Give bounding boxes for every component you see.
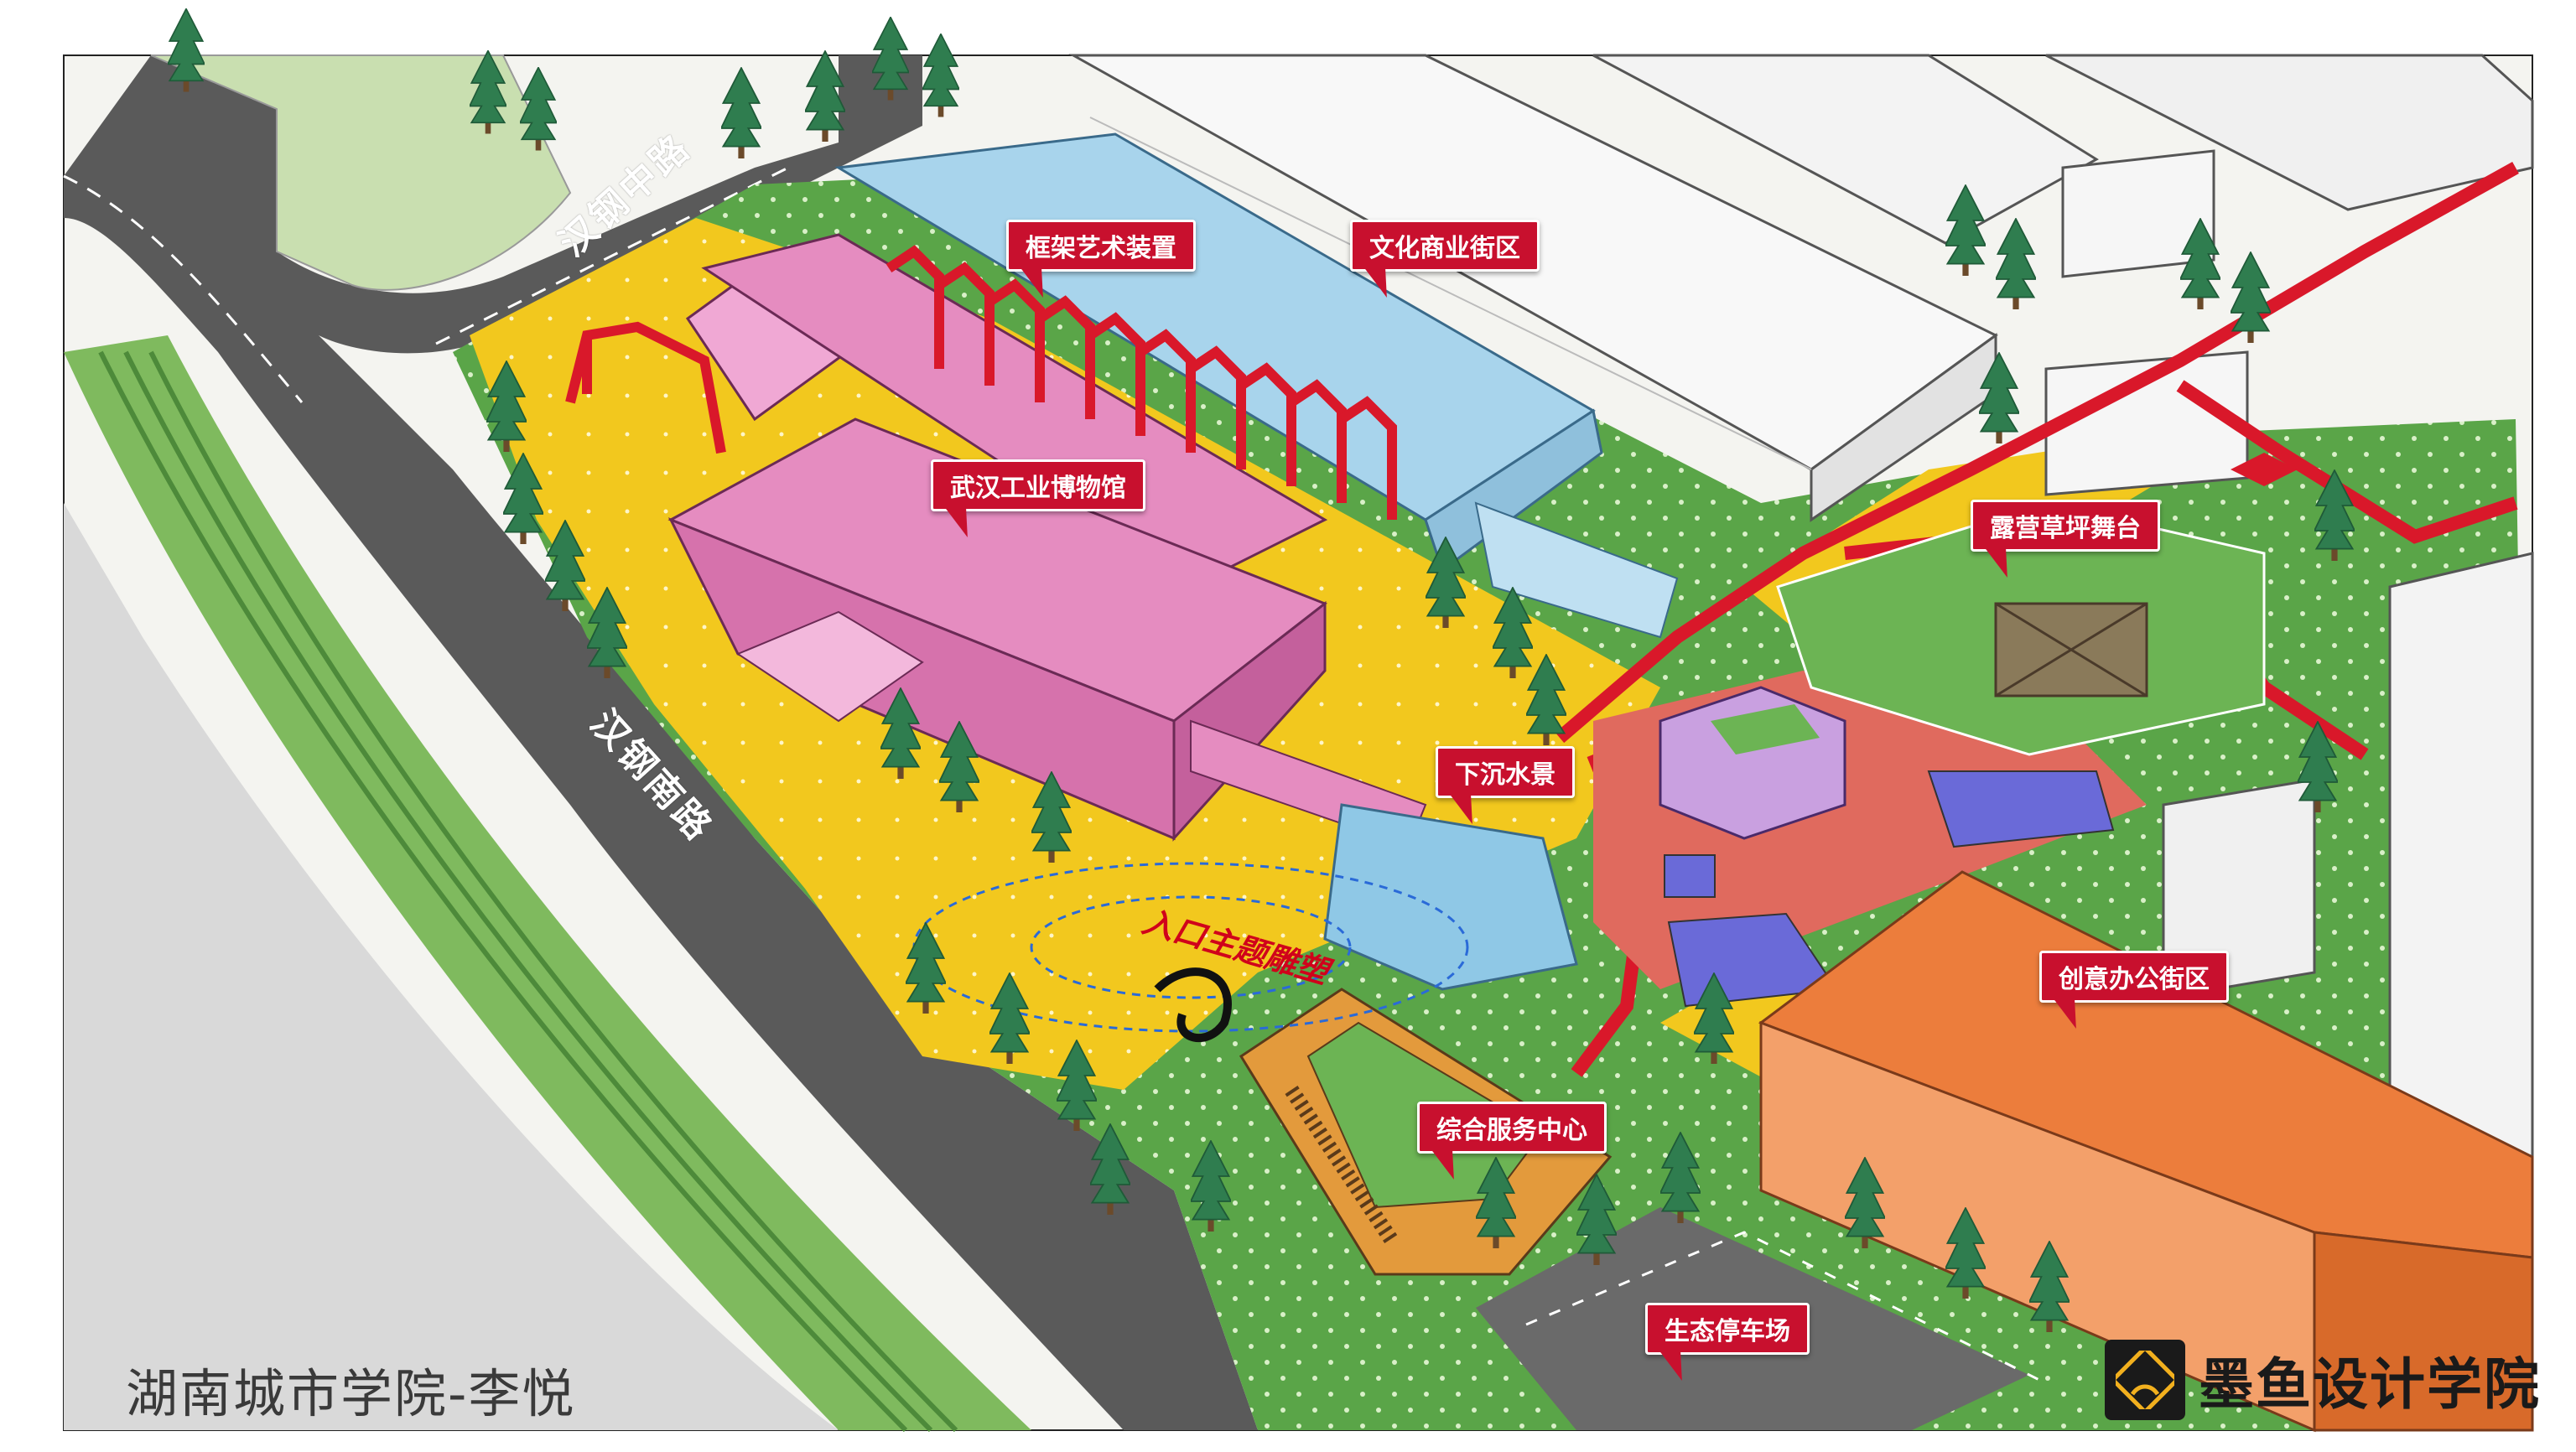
museum-building xyxy=(667,233,1427,848)
callout-camping-stage-label: 露营草坪舞台 xyxy=(1990,514,2141,543)
callout-frame-art[interactable]: 框架艺术装置 xyxy=(1006,220,1196,298)
cuttlefish-logo-icon xyxy=(2105,1340,2185,1420)
callout-culture-street-label: 文化商业街区 xyxy=(1369,234,1520,263)
callout-creative-office[interactable]: 创意办公街区 xyxy=(2039,951,2229,1029)
frame-art-installation xyxy=(565,245,1397,520)
roads xyxy=(63,55,1258,1430)
callout-sunken-water[interactable]: 下沉水景 xyxy=(1436,746,1575,824)
northwest-block xyxy=(150,54,572,291)
callout-museum-label: 武汉工业博物馆 xyxy=(950,474,1126,503)
author-caption: 湖南城市学院-李悦 xyxy=(126,1363,576,1424)
callout-eco-parking-label: 生态停车场 xyxy=(1665,1317,1790,1346)
callout-camping-stage[interactable]: 露营草坪舞台 xyxy=(1971,500,2160,578)
callout-frame-art-label: 框架艺术装置 xyxy=(1026,234,1176,263)
callout-sunken-water-label: 下沉水景 xyxy=(1455,760,1555,790)
sunken-water-pool xyxy=(1323,803,1578,991)
brand-name: 墨鱼设计学院 xyxy=(2199,1352,2541,1417)
purple-pavilion xyxy=(1659,686,1846,840)
railway-strip xyxy=(64,335,1031,1433)
brand-logo: 墨鱼设计学院 xyxy=(2105,1340,2541,1420)
callout-service-center[interactable]: 综合服务中心 xyxy=(1417,1102,1607,1180)
callout-museum[interactable]: 武汉工业博物馆 xyxy=(931,459,1145,537)
callout-eco-parking[interactable]: 生态停车场 xyxy=(1645,1303,1810,1381)
callout-creative-office-label: 创意办公街区 xyxy=(2059,965,2210,994)
creative-office-building xyxy=(1758,870,2534,1433)
callout-culture-street[interactable]: 文化商业街区 xyxy=(1350,220,1540,298)
callout-service-center-label: 综合服务中心 xyxy=(1436,1116,1587,1145)
camping-stage xyxy=(1776,453,2298,756)
